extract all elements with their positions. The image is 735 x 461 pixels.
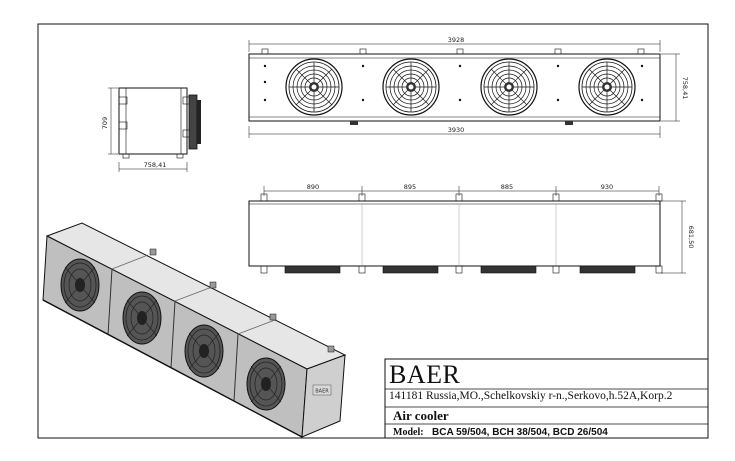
top-view: 3928 3930 758,41 (248, 36, 689, 138)
title-block (384, 358, 709, 439)
brand-title: BAER (389, 360, 461, 389)
front-spacing-4: 930 (601, 183, 613, 191)
iso-nameplate: BAER (315, 389, 329, 395)
side-height-dim: 709 (101, 117, 109, 129)
front-spacing-3: 885 (501, 183, 513, 191)
fan-2-top (382, 58, 440, 116)
model-label: Model: (393, 427, 424, 438)
front-spacing-1: 890 (307, 183, 319, 191)
top-depth-dim: 758,41 (681, 77, 689, 100)
company-address: 141181 Russia,MO.,Schelkovskiy r-n.,Serk… (389, 390, 673, 402)
fan-1-top (285, 58, 343, 116)
product-type: Air cooler (393, 408, 449, 423)
isometric-view: BAER (42, 222, 347, 438)
fan-4-top (578, 58, 636, 116)
model-list: BCA 59/504, BCH 38/504, BCD 26/504 (432, 427, 608, 438)
fan-4-iso (246, 357, 286, 411)
front-height-dim: 681,50 (687, 226, 695, 249)
sheet-border (37, 23, 709, 439)
top-width-lower-dim: 3930 (448, 126, 465, 134)
top-width-upper-dim: 3928 (448, 36, 465, 44)
side-view: 709 758,41 (101, 87, 201, 172)
side-width-dim: 758,41 (144, 161, 167, 169)
front-view: 890 895 885 930 681,50 (248, 183, 695, 274)
fan-2-iso (122, 291, 162, 345)
fan-3-iso (184, 324, 224, 378)
fan-1-iso (60, 258, 100, 312)
front-spacing-2: 895 (404, 183, 416, 191)
fan-3-top (480, 58, 538, 116)
